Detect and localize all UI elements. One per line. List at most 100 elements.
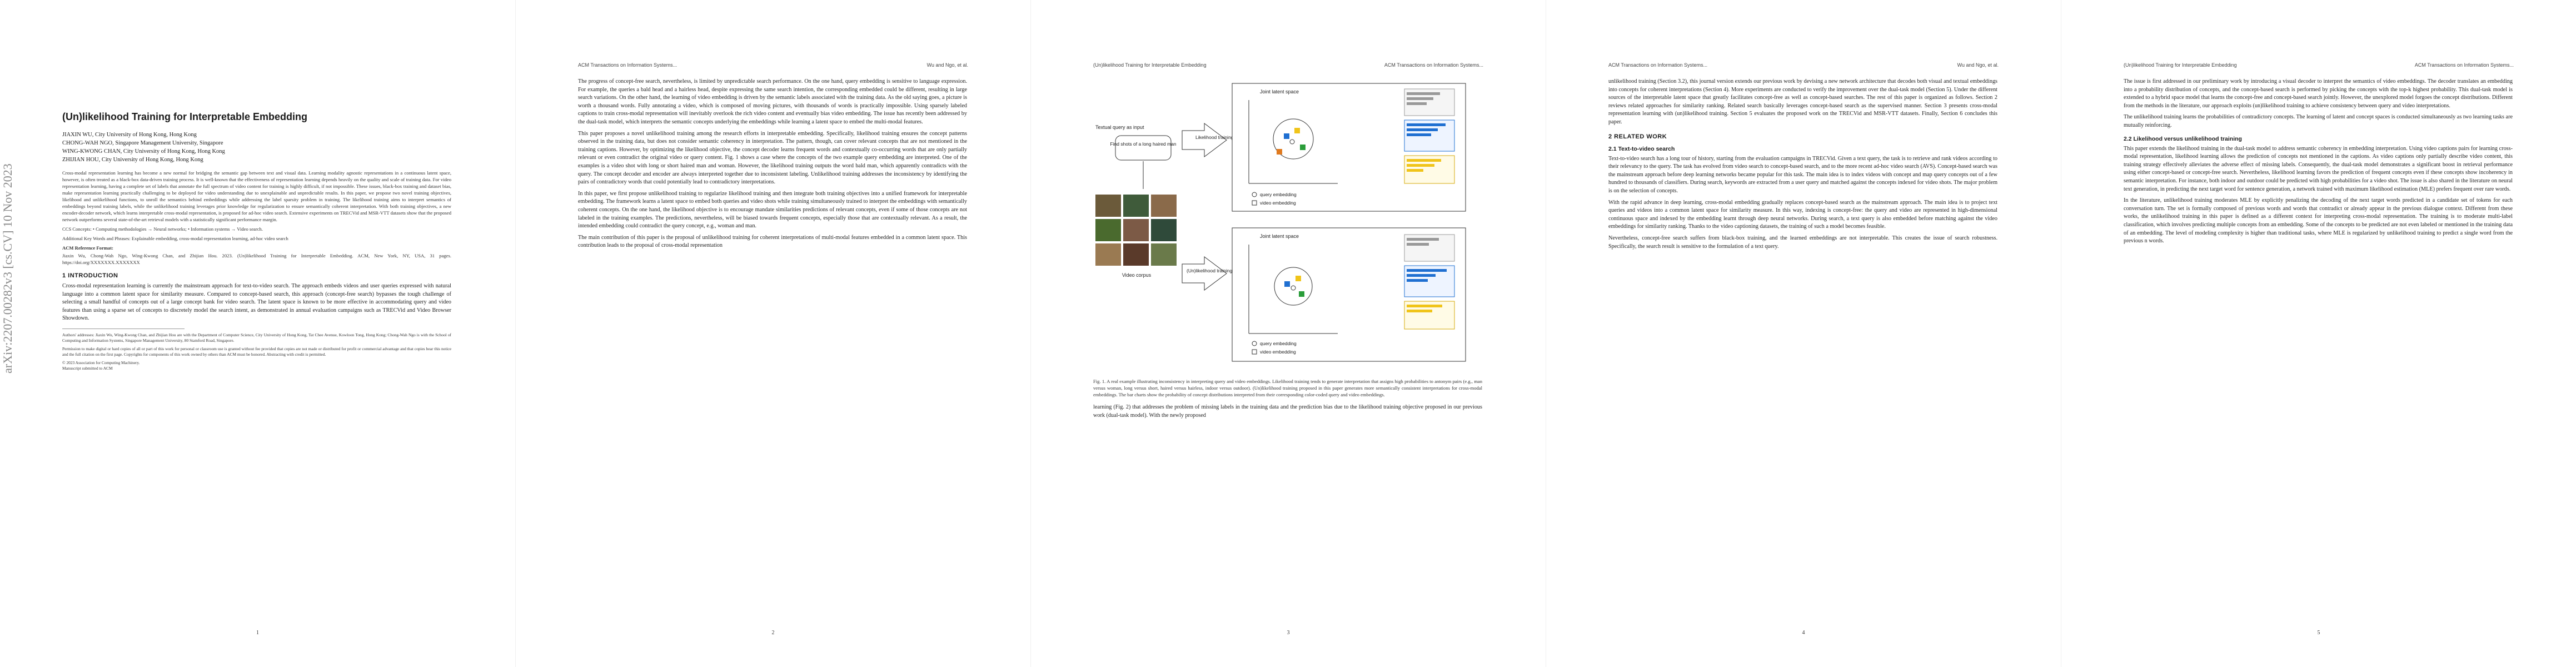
running-header-journal: ACM Transactions on Information Systems.… [2414,62,2514,68]
video-embedding-marker [1284,133,1289,139]
concept-bars-bottom [1404,234,1455,330]
unlikelihood-label: (Un)likelihood training [1187,268,1232,273]
video-embedding-marker [1300,145,1306,150]
section-2-heading: 2 RELATED WORK [1608,133,1667,140]
page-number-2: 2 [771,630,775,636]
query-input-label: Textual query as input [1095,125,1144,130]
paper-title: (Un)likelihood Training for Interpretabl… [62,111,308,122]
footnote-rule [62,328,185,329]
intro-paragraph: Cross-modal representation learning is c… [62,283,451,322]
author-list: JIAXIN WU, City University of Hong Kong,… [62,131,451,164]
latent-space-label: Joint latent space [1260,89,1299,94]
video-thumbnail [1151,195,1177,217]
running-header-left: ACM Transactions on Information Systems.… [1608,62,1708,68]
author-4: ZHIJIAN HOU, City University of Hong Kon… [62,157,203,163]
likelihood-arrow [1182,123,1227,157]
video-embedding-marker [1296,276,1301,281]
footnote-authors: Authors' addresses: Jiaxin Wu, Wing-Kwon… [62,332,451,343]
ref-format: Jiaxin Wu, Chong-Wah Ngo, Wing-Kwong Cha… [62,253,451,265]
video-embedding-marker [1299,291,1304,297]
keywords: Additional Key Words and Phrases: Explai… [62,236,288,241]
concept-bar [1407,123,1446,126]
video-thumbnail [1151,243,1177,266]
figure-1-caption: Fig. 1. A real example illustrating inco… [1093,379,1482,397]
legend-video: video embedding [1260,200,1296,206]
section-2-1-heading: 2.1 Text-to-video search [1608,145,1675,152]
embedding-cluster [1273,118,1314,160]
query-embedding-marker [1291,285,1296,291]
concept-bar [1407,243,1429,246]
legend-video-marker [1252,349,1257,355]
paragraph: With the rapid advance in deep learning,… [1608,199,1997,230]
concept-bar [1407,102,1427,105]
concept-bars-top [1404,88,1455,184]
page-2: ACM Transactions on Information Systems.… [515,0,1030,667]
running-header-title: (Un)likelihood Training for Interpretabl… [2124,62,2237,68]
query-text: Find shots of a long haired man [1110,141,1176,147]
video-embedding-marker [1294,128,1300,133]
video-thumbnail [1095,195,1121,217]
page-number-5: 5 [2317,630,2320,636]
concept-bar [1407,97,1433,100]
video-thumbnail [1095,243,1121,266]
concept-bar [1407,159,1441,162]
page-5-column: The issue is first addressed in our prel… [2124,78,2513,249]
video-thumbnail [1123,243,1149,266]
concept-bar [1407,305,1442,307]
figure-1-diagram: Textual query as input Find shots of a l… [1095,83,1466,362]
query-embedding-marker [1289,139,1295,145]
video-thumbnail [1123,219,1149,241]
running-header-right: Wu and Ngo, et al. [926,62,968,68]
page-1-column: (Un)likelihood Training for Interpretabl… [62,111,451,374]
paragraph: The issue is first addressed in our prel… [2124,78,2513,109]
page-5: (Un)likelihood Training for Interpretabl… [2061,0,2576,667]
author-2: CHONG-WAH NGO, Singapore Management Univ… [62,140,223,146]
video-thumbnail [1151,219,1177,241]
page-number-4: 4 [1802,630,1805,636]
running-header-title: (Un)likelihood Training for Interpretabl… [1093,62,1207,68]
concept-bar [1407,238,1439,241]
paragraph: unlikelihood training (Section 3.2), thi… [1608,78,1997,125]
paragraph: learning (Fig. 2) that addresses the pro… [1093,404,1482,419]
embedding-cluster [1274,267,1313,306]
concept-bar [1407,133,1431,136]
paragraph: Text-to-video search has a long tour of … [1608,155,1997,194]
video-corpus-label: Video corpus [1122,272,1152,278]
paragraph: Nevertheless, concept-free search suffer… [1608,235,1997,250]
query-box [1115,135,1172,161]
legend-query-marker [1252,192,1257,197]
running-header-journal: ACM Transactions on Information Systems.… [1384,62,1483,68]
concept-bar [1407,274,1436,277]
page-4: ACM Transactions on Information Systems.… [1546,0,2061,667]
page-2-column: The progress of concept-free search, nev… [578,78,967,253]
video-thumbnail [1095,219,1121,241]
unlikelihood-arrow [1182,256,1227,291]
paragraph: The progress of concept-free search, nev… [578,78,967,125]
running-header-left: ACM Transactions on Information Systems.… [578,62,677,68]
video-embedding-marker [1277,149,1282,155]
abstract: Cross-modal representation learning has … [62,170,451,222]
page-3-column: Fig. 1. A real example illustrating inco… [1093,378,1482,423]
concept-bar [1407,128,1438,131]
copyright: © 2023 Association for Computing Machine… [62,360,140,365]
video-thumbnail [1123,195,1149,217]
author-1: JIAXIN WU, City University of Hong Kong,… [62,132,197,138]
legend-query: query embedding [1260,192,1297,197]
intro-heading: 1 INTRODUCTION [62,272,118,279]
latent-space-label: Joint latent space [1260,233,1299,239]
legend-video-marker [1252,200,1257,206]
likelihood-label: Likelihood training [1195,135,1234,140]
legend-query: query embedding [1260,341,1297,346]
concept-bar [1407,92,1440,95]
concept-bar [1407,310,1432,312]
concept-bar [1407,169,1423,172]
concept-bar [1407,269,1447,272]
author-3: WING-KWONG CHAN, City University of Hong… [62,148,225,155]
concept-bar [1407,279,1428,282]
arxiv-stamp-container: arXiv:2207.00282v3 [cs.CV] 10 Nov 2023 [1,100,19,434]
page-number-1: 1 [256,630,259,636]
paragraph: In this paper, we first propose unlikeli… [578,190,967,230]
section-2-2-heading: 2.2 Likelihood versus unlikelihood train… [2124,135,2242,142]
ref-format-heading: ACM Reference Format: [62,245,113,251]
page-4-column: unlikelihood training (Section 3.2), thi… [1608,78,1997,254]
